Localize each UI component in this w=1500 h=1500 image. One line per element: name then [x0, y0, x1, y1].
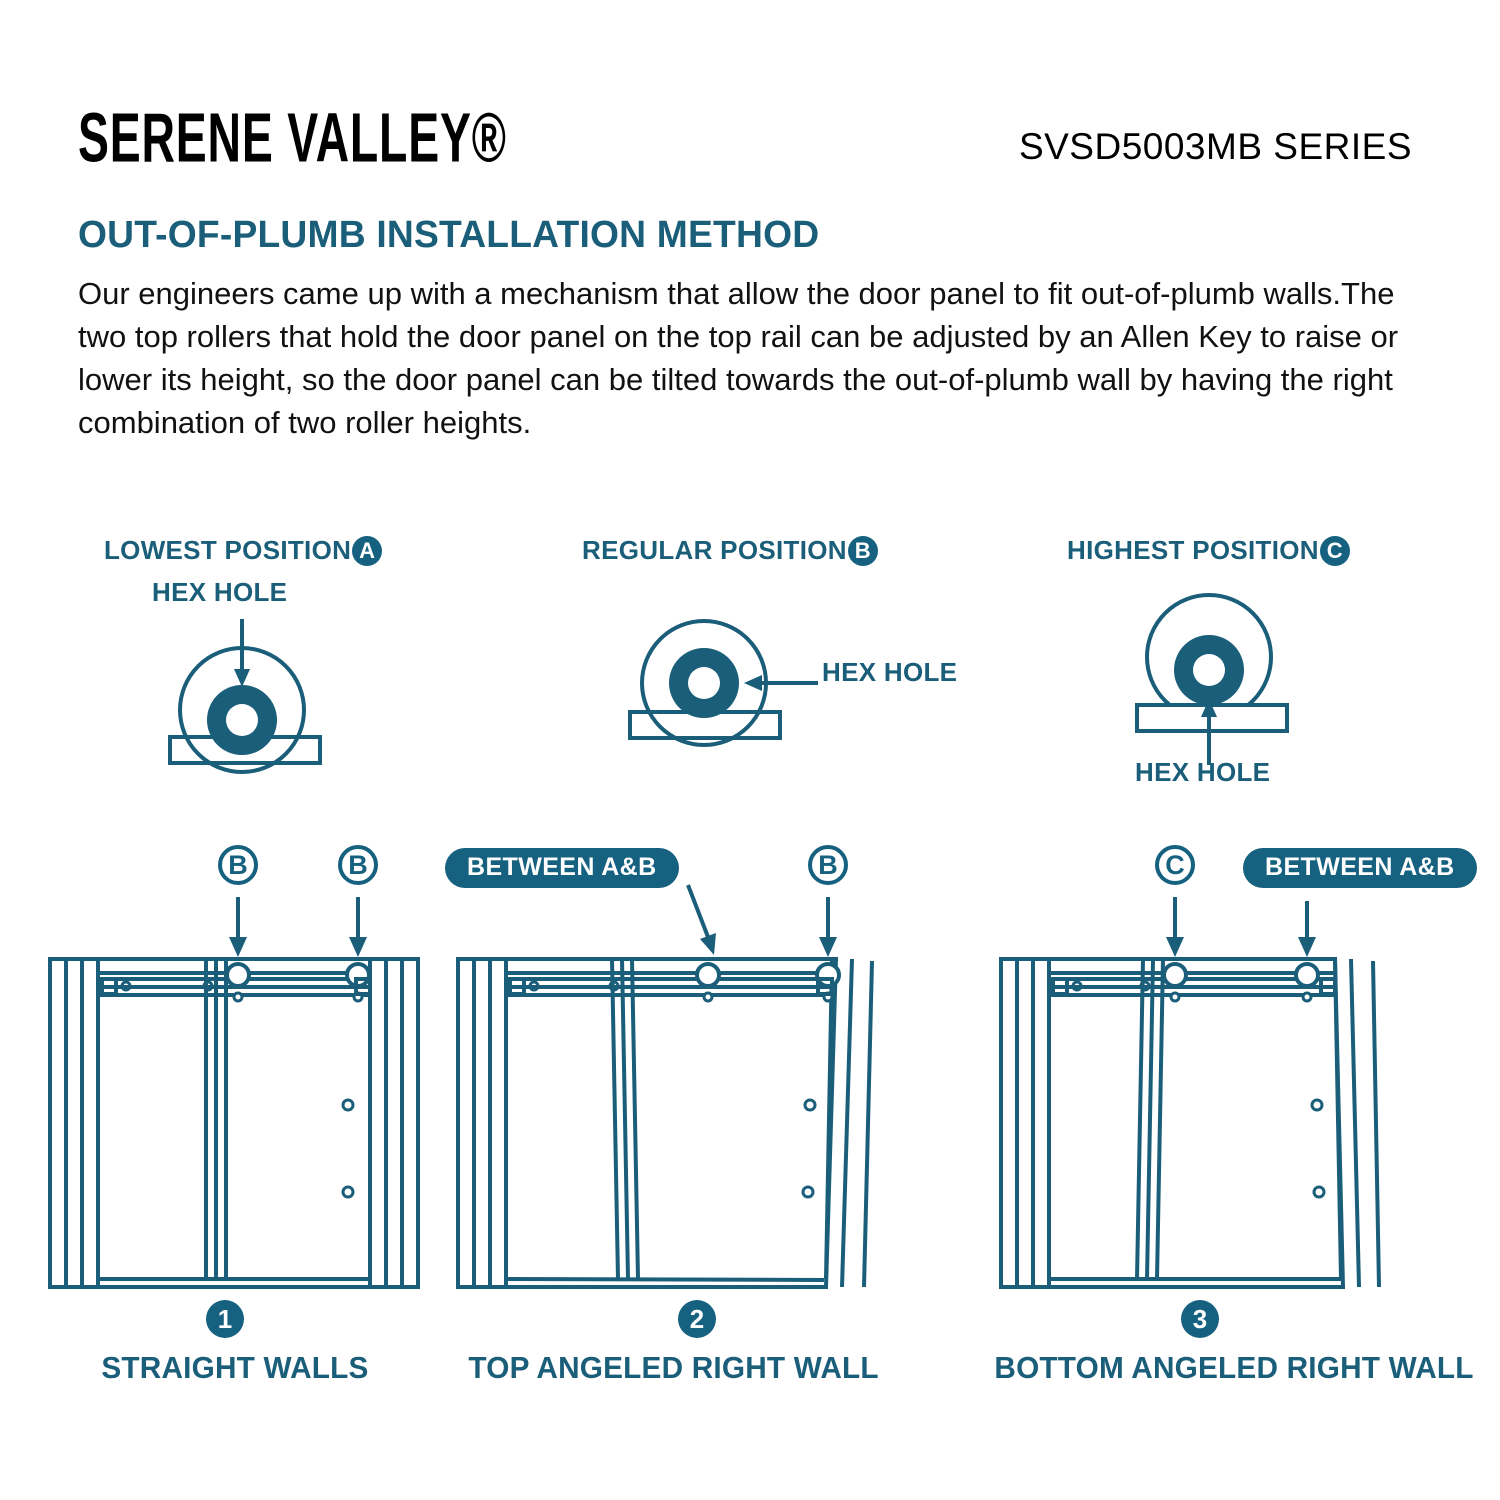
roller-a-title-text: LOWEST POSITION [104, 535, 352, 565]
roller-b-hex-label: HEX HOLE [822, 657, 958, 687]
callout-badge-b-left: B [218, 845, 258, 885]
badge-c: C [1319, 535, 1350, 566]
roller-position-c: HIGHEST POSITION C HEX HOLE [1065, 535, 1465, 805]
intro-paragraph: Our engineers came up with a mechanism t… [78, 276, 1399, 440]
bottom-angled-illustration [999, 897, 1381, 1289]
arrow-down-icon [229, 937, 247, 957]
arrow-left-icon [744, 675, 762, 691]
series-label: SVSD5003MB SERIES [1018, 126, 1412, 167]
diagram-number-2: 2 [678, 1300, 716, 1338]
roller-a-illustration [168, 619, 322, 774]
callout-pill-between-ab: BETWEEN A&B [1243, 848, 1477, 888]
roller-a-hex-label: HEX HOLE [152, 577, 288, 607]
arrow-down-icon [1166, 937, 1184, 957]
arrow-down-icon [349, 937, 367, 957]
badge-a: A [352, 535, 383, 566]
diagram-caption-3: BOTTOM ANGELED RIGHT WALL [994, 1350, 1474, 1385]
roller-position-b: REGULAR POSITION B HEX HOLE [580, 535, 1000, 765]
arrow-up-icon [1201, 699, 1217, 717]
door-diagram-bottom-angled: C BETWEEN A&B [985, 845, 1477, 1385]
arrow-down-icon [1298, 937, 1316, 957]
diagram-number-1: 1 [206, 1300, 244, 1338]
brand-logo: SERENE VALLEY® [78, 99, 507, 178]
diagram-number-3: 3 [1181, 1300, 1219, 1338]
roller-b-title: REGULAR POSITION B [582, 535, 878, 566]
straight-walls-illustration [48, 897, 420, 1289]
door-diagram-top-angled: BETWEEN A&B B [440, 845, 880, 1385]
top-angled-illustration [456, 884, 874, 1289]
roller-a-title: LOWEST POSITION A [104, 535, 383, 566]
arrow-down-icon [819, 937, 837, 957]
callout-badge-b: B [808, 845, 848, 885]
roller-c-title-text: HIGHEST POSITION [1067, 535, 1319, 565]
arrow-down-icon [234, 669, 250, 687]
roller-c-illustration [1135, 593, 1289, 765]
page-title: OUT-OF-PLUMB INSTALLATION METHOD [78, 214, 820, 256]
hex-hole-inner [1193, 654, 1225, 686]
arrow-down-icon [700, 933, 716, 955]
roller-wheel [178, 646, 306, 774]
hex-hole-inner [688, 667, 720, 699]
diagram-caption-1: STRAIGHT WALLS [101, 1350, 369, 1385]
roller-position-a: LOWEST POSITION A HEX HOLE [100, 535, 430, 785]
roller-c-title: HIGHEST POSITION C [1067, 535, 1350, 566]
hex-hole-inner [226, 704, 258, 736]
door-diagram-straight-walls: B B [30, 845, 440, 1385]
roller-b-title-text: REGULAR POSITION [582, 535, 847, 565]
roller-c-hex-label: HEX HOLE [1135, 757, 1271, 787]
roller-b-illustration [628, 619, 818, 747]
callout-badge-c: C [1155, 845, 1195, 885]
callout-pill-between-ab: BETWEEN A&B [445, 848, 679, 888]
callout-badge-b-right: B [338, 845, 378, 885]
diagram-caption-2: TOP ANGELED RIGHT WALL [468, 1350, 879, 1385]
badge-b: B [847, 535, 878, 566]
